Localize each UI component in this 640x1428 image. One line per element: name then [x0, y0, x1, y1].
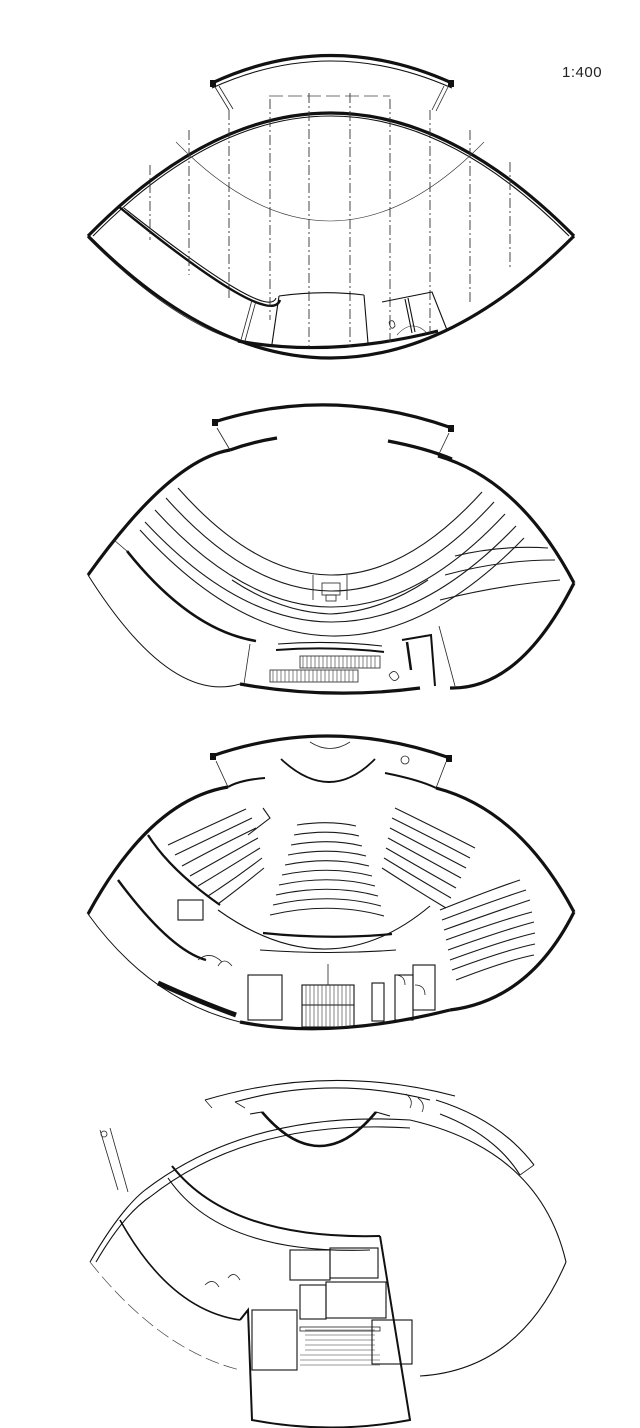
service-rooms [204, 1235, 413, 1428]
side-seating [439, 879, 536, 981]
roof-arc [175, 141, 485, 222]
right-seating [381, 807, 476, 909]
canopy-wall [211, 734, 451, 760]
floor-plan-2-drawing [86, 403, 576, 695]
floor-plan-3-drawing [86, 734, 576, 1031]
canopy-wall [211, 53, 453, 85]
outer-wall-nw [86, 785, 229, 915]
stair-block [269, 641, 385, 683]
floor-plan-1 [0, 30, 640, 370]
outer-wall-nw [86, 448, 231, 576]
floor-plan-4-drawing [89, 1079, 567, 1428]
left-seating [167, 807, 271, 905]
balcony-seating [139, 487, 561, 637]
structural-beams [149, 93, 511, 347]
floor-plan-1-drawing [86, 53, 576, 360]
stair-block [301, 964, 355, 1028]
outer-wall-south [86, 234, 576, 360]
floor-plan-2 [0, 400, 640, 700]
foyer-curve [261, 1111, 378, 1148]
outer-wall-north [86, 111, 576, 238]
outer-wall-north [144, 1118, 411, 1191]
canopy-wall [213, 403, 453, 430]
scale-label: 1:400 [562, 64, 603, 81]
center-seating [269, 822, 385, 917]
floor-plan-4 [0, 1070, 640, 1428]
floor-plan-3 [0, 720, 640, 1040]
outer-wall-ne [435, 786, 576, 913]
outer-wall-ne [437, 454, 576, 584]
